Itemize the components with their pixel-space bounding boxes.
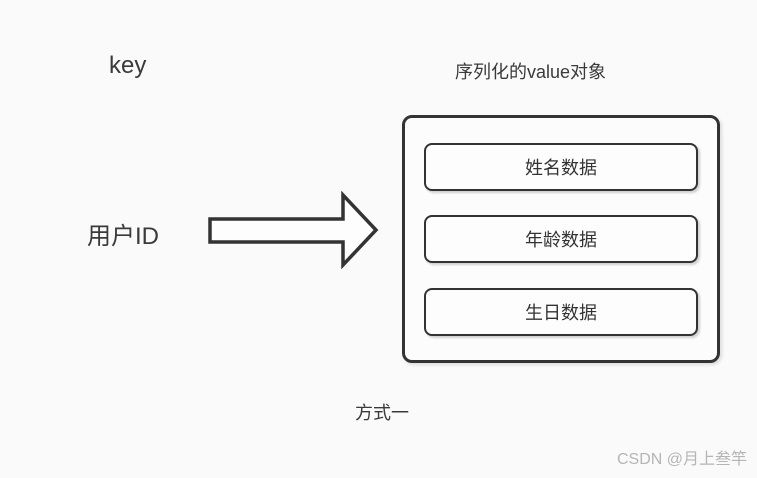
key-label: key: [109, 52, 147, 79]
method-caption: 方式一: [355, 403, 409, 423]
value-object-container: 姓名数据 年龄数据 生日数据: [402, 115, 720, 363]
value-box-name: 姓名数据: [424, 142, 698, 191]
csdn-watermark: CSDN @月上叁竿: [616, 451, 747, 468]
right-arrow-icon: [208, 191, 379, 269]
value-box-age: 年龄数据: [424, 215, 698, 263]
serialized-value-object-label: 序列化的value对象: [455, 62, 607, 82]
value-box-birthday: 生日数据: [424, 287, 698, 336]
user-id-label: 用户ID: [87, 223, 159, 250]
